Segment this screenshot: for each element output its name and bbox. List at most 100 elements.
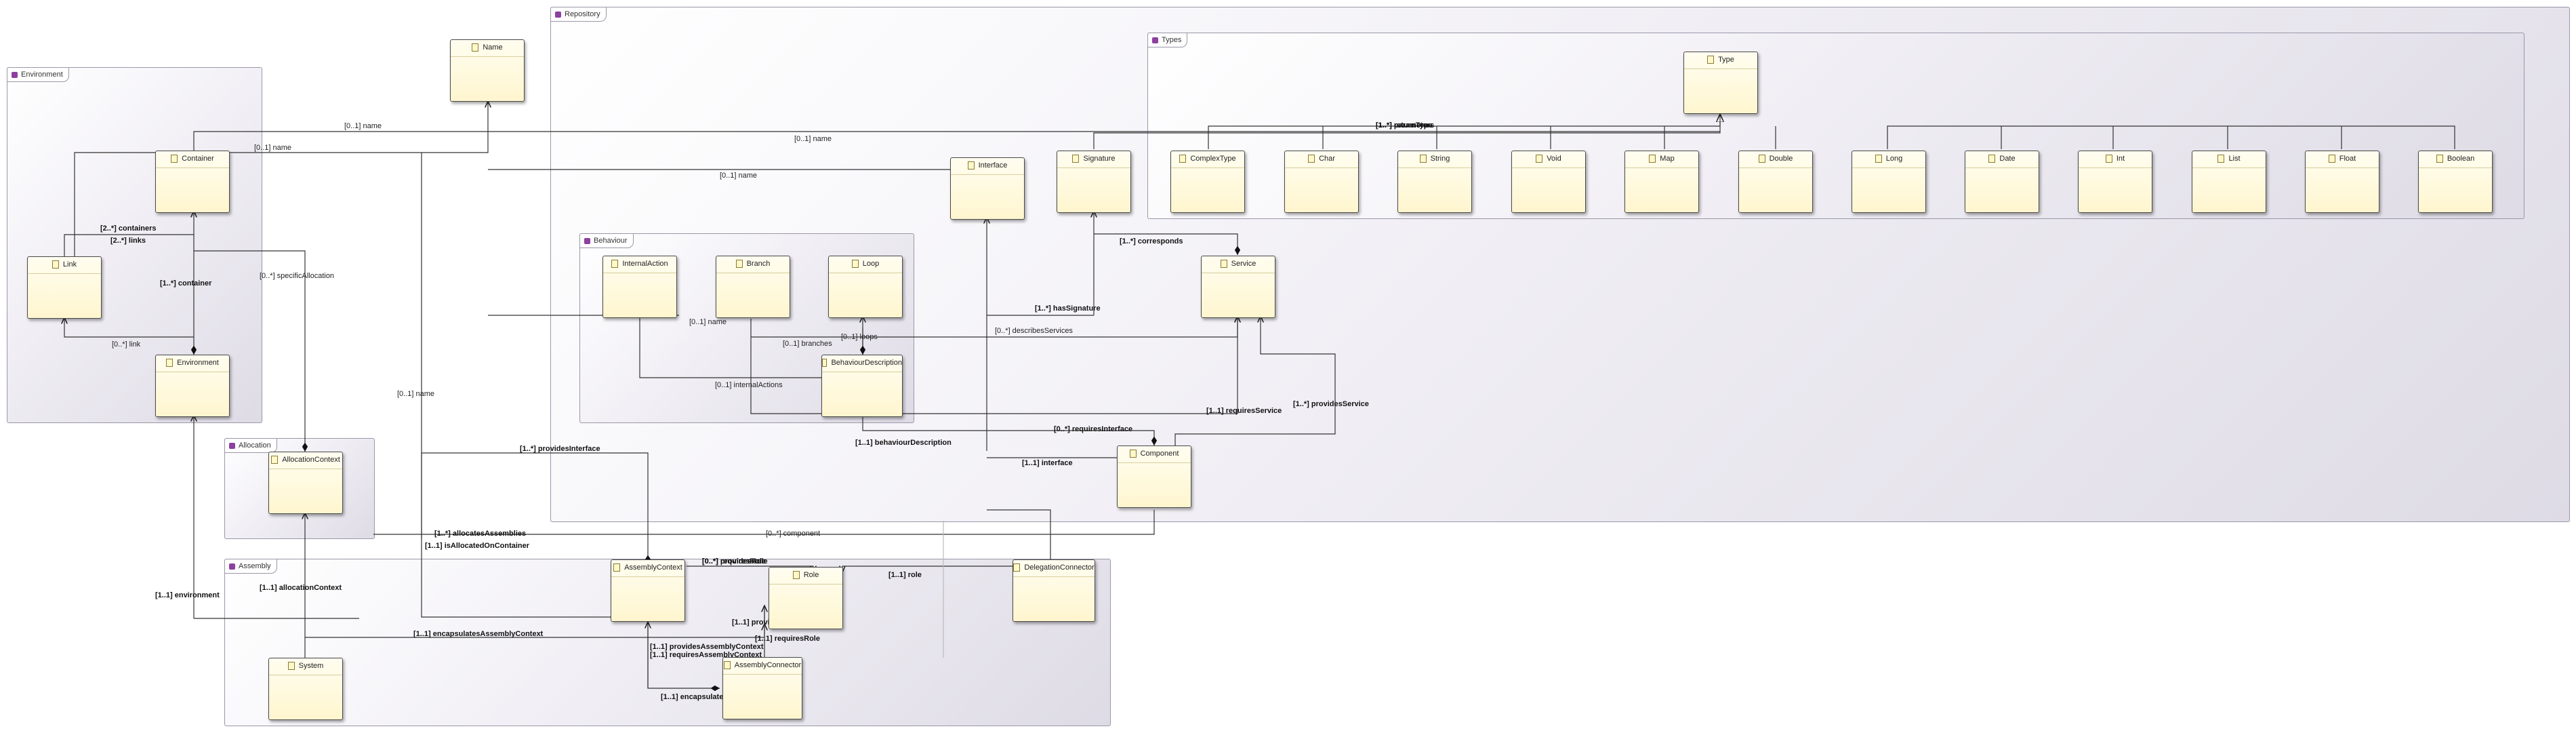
- class-icon: [271, 456, 279, 464]
- package-tab: Behaviour: [579, 233, 634, 248]
- class-void[interactable]: Void: [1511, 151, 1586, 213]
- class-date[interactable]: Date: [1965, 151, 2039, 213]
- edge-label: [0..*] requiresRole: [702, 557, 766, 566]
- class-assembly-context[interactable]: AssemblyContext: [611, 559, 685, 622]
- association-line: [750, 316, 1238, 414]
- class-behaviour-description[interactable]: BehaviourDescription: [821, 355, 903, 417]
- class-title: AssemblyContext: [624, 563, 682, 572]
- class-icon: [1072, 155, 1080, 163]
- class-icon: [822, 359, 827, 367]
- edge-label: [0..1] name: [344, 122, 382, 130]
- class-map[interactable]: Map: [1624, 151, 1699, 213]
- class-icon: [1649, 155, 1656, 163]
- edge-label: [0..1] name: [397, 390, 434, 398]
- association-line: [74, 101, 488, 258]
- class-link[interactable]: Link: [27, 256, 102, 319]
- edge-label: [0..1] name: [720, 172, 757, 180]
- class-icon: [2217, 155, 2225, 163]
- class-icon: [792, 571, 800, 579]
- edge-label: [0..1] internalActions: [715, 381, 783, 389]
- class-string[interactable]: String: [1397, 151, 1472, 213]
- package-label: Behaviour: [594, 237, 628, 245]
- package-tab: Environment: [7, 67, 69, 82]
- package-label: Assembly: [239, 562, 271, 570]
- class-icon: [2105, 155, 2112, 163]
- class-title: Role: [803, 571, 819, 579]
- package-tab: Assembly: [224, 559, 277, 574]
- class-long[interactable]: Long: [1852, 151, 1926, 213]
- class-title: BehaviourDescription: [831, 359, 902, 367]
- generalization-line: [1887, 125, 2455, 149]
- edge-label: [0..*] component: [766, 530, 820, 538]
- class-loop[interactable]: Loop: [828, 256, 903, 318]
- association-line: [862, 417, 1158, 445]
- class-title: InternalAction: [622, 260, 668, 268]
- class-boolean[interactable]: Boolean: [2418, 151, 2493, 213]
- edge-label: [0..*] requiresInterface: [1054, 425, 1132, 433]
- class-title: Environment: [177, 359, 219, 367]
- class-title: Container: [182, 155, 214, 163]
- edge-label: [1..1] encapsulatesAssemblyContext: [413, 630, 544, 638]
- class-icon: [1536, 155, 1543, 163]
- class-title: Loop: [862, 260, 880, 268]
- class-char[interactable]: Char: [1284, 151, 1359, 213]
- edge-label: [0..*] providesRole: [702, 557, 768, 566]
- class-title: Type: [1718, 56, 1734, 64]
- class-title: Branch: [746, 260, 771, 268]
- class-branch[interactable]: Branch: [716, 256, 790, 318]
- package-label: Allocation: [239, 441, 271, 450]
- class-title: Float: [2339, 155, 2356, 163]
- class-environment[interactable]: Environment: [155, 355, 230, 417]
- class-type[interactable]: Type: [1683, 52, 1758, 114]
- edge-label: [1..1] environment: [155, 591, 220, 599]
- class-title: AllocationContext: [282, 456, 340, 464]
- class-icon: [1179, 155, 1187, 163]
- class-service[interactable]: Service: [1201, 256, 1275, 318]
- edge-label: [1..*] providesInterface: [520, 445, 600, 453]
- class-float[interactable]: Float: [2305, 151, 2379, 213]
- package-tab: Repository: [550, 7, 607, 22]
- class-title: DelegationConnector: [1024, 563, 1095, 572]
- class-component[interactable]: Component: [1117, 445, 1191, 508]
- class-icon: [1129, 450, 1137, 458]
- association-line: [842, 566, 1013, 572]
- class-title: String: [1430, 155, 1450, 163]
- edge-label: [0..1] name: [689, 318, 727, 326]
- class-int[interactable]: Int: [2078, 151, 2152, 213]
- class-delegation-connector[interactable]: DelegationConnector: [1013, 559, 1095, 622]
- package-icon: [12, 71, 18, 78]
- class-title: Name: [483, 43, 503, 52]
- class-name[interactable]: Name: [450, 39, 525, 102]
- class-icon: [1013, 563, 1021, 572]
- class-title: Double: [1769, 155, 1793, 163]
- edge-label: [1..*] container: [160, 279, 212, 288]
- class-internal-action[interactable]: InternalAction: [602, 256, 677, 318]
- class-container[interactable]: Container: [155, 151, 230, 213]
- class-icon: [851, 260, 859, 268]
- class-icon: [1419, 155, 1427, 163]
- class-title: ComplexType: [1190, 155, 1236, 163]
- class-icon: [611, 260, 619, 268]
- class-assembly-connector[interactable]: AssemblyConnector: [722, 657, 802, 719]
- edge-label: [1..*] corresponds: [1120, 237, 1183, 245]
- association-line: [373, 510, 1155, 535]
- class-title: Boolean: [2447, 155, 2475, 163]
- class-allocation-context[interactable]: AllocationContext: [268, 452, 343, 514]
- class-title: Component: [1140, 450, 1179, 458]
- class-title: Char: [1319, 155, 1335, 163]
- class-system[interactable]: System: [268, 658, 343, 720]
- edge-label: [0..1] loops: [841, 333, 878, 341]
- class-title: Map: [1660, 155, 1675, 163]
- package-icon: [229, 563, 235, 570]
- association-line: [64, 211, 194, 256]
- class-interface[interactable]: Interface: [950, 157, 1025, 220]
- edge-label: [1..1] isAllocatedOnContainer: [425, 542, 530, 550]
- class-list[interactable]: List: [2192, 151, 2266, 213]
- class-signature[interactable]: Signature: [1057, 151, 1131, 213]
- class-icon: [1988, 155, 1996, 163]
- class-complex-type[interactable]: ComplexType: [1170, 151, 1245, 213]
- class-title: System: [298, 662, 324, 670]
- class-double[interactable]: Double: [1738, 151, 1813, 213]
- class-icon: [1875, 155, 1882, 163]
- class-role[interactable]: Role: [769, 567, 843, 629]
